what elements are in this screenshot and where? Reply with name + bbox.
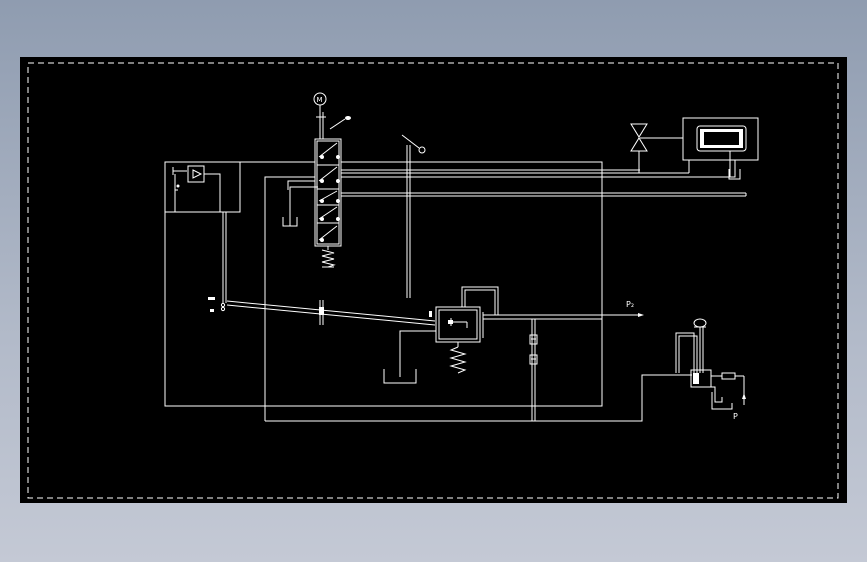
cad-viewport[interactable]: M	[20, 57, 847, 503]
schematic-drawing: M	[27, 62, 839, 499]
check-valve-icon	[630, 123, 683, 173]
outlet-pressure-label: P₂	[626, 300, 634, 309]
gauge-icon	[682, 117, 759, 180]
valve-stack-icon	[314, 112, 351, 268]
amplifier-icon	[164, 161, 241, 213]
check-valve-upper	[529, 334, 538, 345]
drawing-border	[27, 62, 839, 499]
motor-label: M	[317, 96, 323, 104]
motor-icon: M	[313, 92, 327, 112]
regulator-icon	[383, 286, 499, 384]
supply-valve-icon: P	[675, 318, 746, 421]
supply-pressure-label: P	[733, 412, 738, 421]
check-valve-lower	[529, 354, 538, 365]
